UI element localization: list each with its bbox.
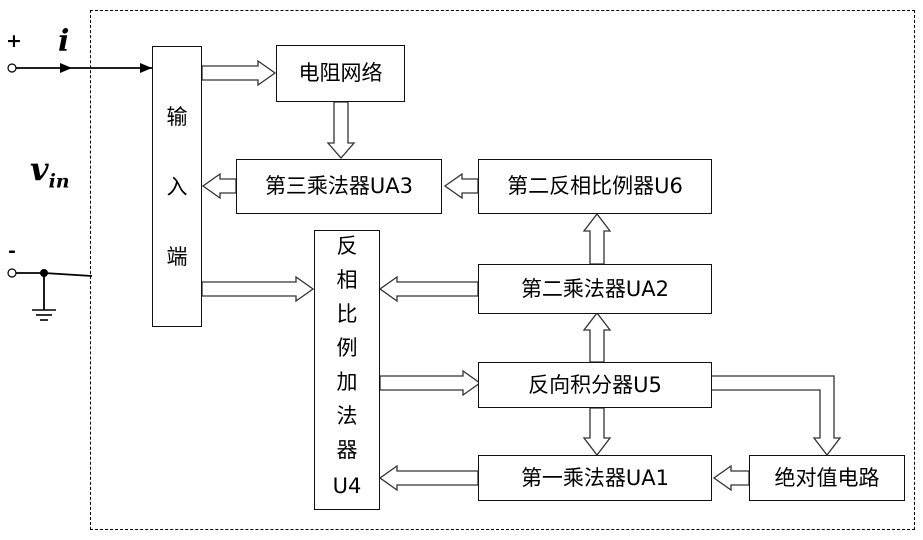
adder-label-8: U4 [323, 476, 371, 497]
arrow-mult3-to-input [203, 174, 236, 198]
absolute-value-circuit-block: 绝对值电路 [749, 455, 905, 501]
third-multiplier-block: 第三乘法器UA3 [236, 159, 442, 214]
adder-label-5: 加 [323, 372, 371, 393]
plus-terminal-label: + [6, 30, 22, 52]
arrow-abs-to-mult1 [714, 466, 749, 490]
arrow-inv2-to-mult3 [445, 174, 478, 198]
adder-label-3: 比 [323, 304, 371, 325]
adder-label-7: 器 [323, 440, 371, 461]
arrow-adder-to-integrator [380, 371, 480, 395]
input-block-label-1: 输 [153, 107, 201, 128]
input-block-label-2: 入 [153, 177, 201, 198]
first-multiplier-block: 第一乘法器UA1 [478, 455, 712, 501]
arrow-integrator-to-abs [710, 376, 840, 455]
arrow-integrator-to-mult2 [584, 313, 610, 362]
adder-label-4: 例 [323, 338, 371, 359]
arrow-input-to-resistor [202, 61, 275, 85]
resistor-network-block: 电阻网络 [276, 45, 405, 102]
input-current-wire [8, 63, 152, 73]
second-inverting-amplifier-block: 第二反相比例器U6 [478, 159, 712, 214]
inverse-integrator-block: 反向积分器U5 [478, 362, 712, 408]
arrow-resistor-to-mult3 [328, 102, 354, 158]
ground-icon [32, 310, 56, 320]
ground-wire [8, 269, 92, 310]
minus-terminal-label: - [8, 240, 16, 262]
adder-label-2: 相 [323, 270, 371, 291]
current-symbol: i [58, 24, 69, 59]
adder-label-1: 反 [323, 236, 371, 257]
second-multiplier-block: 第二乘法器UA2 [478, 264, 712, 314]
arrow-mult2-to-inv2 [584, 214, 610, 264]
voltage-symbol-letter: v [30, 150, 49, 188]
voltage-symbol: vin [30, 150, 70, 192]
arrow-mult1-to-adder [380, 466, 478, 490]
adder-label-6: 法 [323, 406, 371, 427]
arrow-integrator-to-mult1 [584, 408, 610, 455]
arrow-mult2-to-adder [380, 277, 478, 301]
input-block-label-3: 端 [153, 247, 201, 268]
arrow-input-to-adder [202, 277, 313, 301]
voltage-symbol-subscript: in [49, 170, 70, 192]
